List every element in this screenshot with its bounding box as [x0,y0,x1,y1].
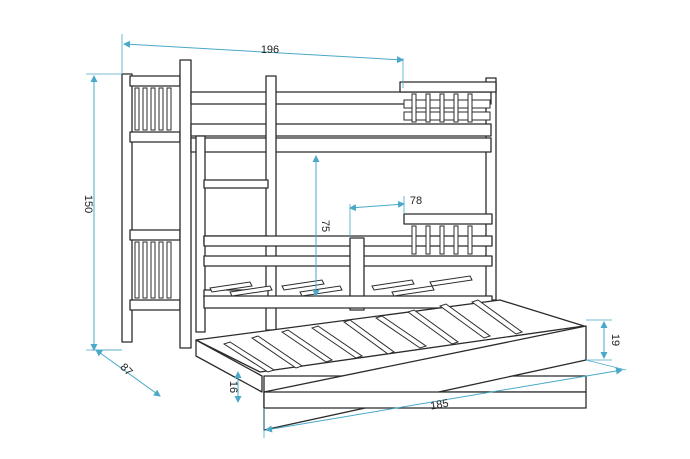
upper-bunk [190,81,497,153]
dimension-height-label: 150 [82,195,94,213]
dimension-drawer-height-label: 19 [609,334,621,346]
dimension-guard-gap-label: 78 [410,195,422,207]
front-left-post [179,59,192,349]
dimension-width-label: 196 [261,44,279,56]
left-headboard-upper [129,75,181,143]
lower-bunk [203,213,493,311]
rear-left-post [121,73,133,343]
lower-bed-slats [209,275,473,297]
bed-frame [121,59,587,431]
dimension-clearance-label: 75 [319,220,331,232]
dimension-labels: 196 150 87 75 78 19 16 185 [82,44,621,413]
dimension-drawer-length-label: 185 [429,398,449,413]
dimension-drawer-inner-label: 16 [227,381,239,393]
dimension-lines [86,34,627,438]
trundle-drawer [195,299,587,431]
rear-right-post [485,77,497,301]
left-headboard-lower [129,229,181,311]
